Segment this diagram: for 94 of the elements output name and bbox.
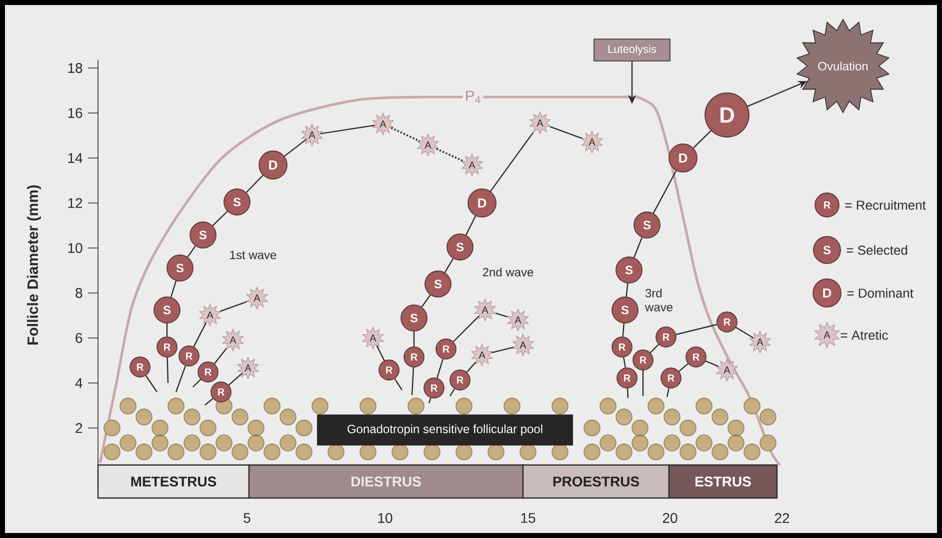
- phase-band: PROESTRUS: [522, 464, 670, 499]
- tick-label: 22: [774, 513, 790, 523]
- connector-line: [452, 316, 480, 342]
- atretic-star: A: [716, 358, 738, 382]
- connector-line: [376, 345, 385, 361]
- connector-line: [490, 132, 534, 192]
- connector-line: [166, 323, 168, 337]
- connector-line: [320, 124, 375, 134]
- curve-label: P$_{4}$: [462, 88, 484, 106]
- connector-line: [633, 237, 643, 258]
- connector-line: [413, 331, 415, 347]
- atretic-star: A: [237, 356, 259, 380]
- atretic-star: A: [417, 134, 439, 156]
- connector-line: [495, 312, 508, 318]
- connector-line: [212, 210, 228, 226]
- tick-label: 15: [521, 513, 536, 523]
- connector-line: [692, 130, 712, 148]
- connector-line: [436, 358, 444, 378]
- connector-line: [421, 294, 431, 308]
- atretic-star: A: [372, 112, 394, 136]
- node-caption: = Dominant: [847, 288, 914, 298]
- connector-line: [390, 127, 420, 142]
- phase-band: DIESTRUS: [248, 464, 524, 499]
- axis-title: Follicle Diameter (mm): [27, 185, 41, 344]
- connector-line: [187, 246, 196, 258]
- atretic-star: A: [246, 286, 268, 310]
- tick-label: 8: [76, 288, 82, 298]
- connector-line: [705, 360, 718, 367]
- connector-line: [411, 367, 414, 396]
- connector-line: [170, 280, 177, 298]
- tick-label: 12: [68, 198, 82, 208]
- tick-label: 10: [68, 243, 82, 253]
- connector-line: [444, 258, 454, 273]
- connector-line: [228, 372, 243, 386]
- atretic-star: A: [581, 130, 603, 154]
- atretic-star: A: [512, 334, 534, 356]
- connector-line: [652, 170, 677, 214]
- node-caption: = Selected: [846, 245, 908, 255]
- connector-line: [284, 138, 307, 157]
- connector-line: [214, 348, 227, 364]
- tick-label: 10: [378, 513, 392, 523]
- connector-line: [736, 326, 754, 339]
- tick-label: 14: [68, 153, 82, 163]
- connector-line: [650, 344, 660, 354]
- connector-line: [204, 398, 214, 406]
- connector-line: [145, 375, 158, 392]
- connector-line: [550, 126, 582, 139]
- connector-line: [622, 323, 625, 337]
- wave-label: 2nd wave: [482, 268, 534, 276]
- tick-label: 2: [76, 423, 82, 433]
- tick-label: 18: [68, 63, 82, 73]
- connector-line: [465, 216, 476, 236]
- connector-line: [491, 346, 514, 354]
- connector-line: [246, 174, 264, 193]
- connector-line: [676, 324, 717, 336]
- follicle-pool-drawing: [104, 398, 776, 460]
- tick-label: 5: [244, 513, 250, 523]
- connector-line: [428, 398, 432, 404]
- phase-band: ESTRUS: [668, 464, 778, 499]
- atretic-star: A: [461, 154, 483, 176]
- atretic-star: A: [507, 308, 529, 332]
- connector-line: [220, 301, 248, 312]
- wave-label: 3rd wave: [645, 288, 672, 312]
- atretic-star: A: [529, 112, 551, 134]
- connector-line: [175, 366, 186, 392]
- node-caption: = Recruitment: [845, 200, 926, 210]
- connector-line: [626, 388, 629, 398]
- connector-line: [192, 378, 202, 388]
- connector-line: [626, 283, 628, 297]
- connector-line: [623, 357, 626, 368]
- node-caption: = Atretic: [840, 330, 888, 340]
- phase-band: METESTRUS: [97, 464, 250, 499]
- tick-label: 4: [75, 378, 82, 388]
- connector-line: [193, 322, 207, 347]
- wave-label: 1st wave: [230, 250, 276, 260]
- connector-line: [678, 363, 688, 372]
- connector-line: [642, 370, 644, 396]
- atretic-star: A: [749, 330, 771, 354]
- connector-line: [666, 388, 670, 398]
- connector-line: [450, 388, 455, 396]
- label-box: Luteolysis: [594, 38, 670, 62]
- connector-line: [466, 362, 476, 373]
- tick-label: 16: [68, 108, 82, 118]
- connector-line: [166, 357, 169, 384]
- atretic-star: A: [222, 328, 244, 352]
- atretic-star: A: [362, 326, 384, 350]
- atretic-star: A: [301, 124, 323, 146]
- atretic-star: A: [199, 304, 221, 326]
- tick-label: 6: [76, 333, 82, 343]
- connector-line: [436, 148, 464, 162]
- atretic-star: A: [471, 344, 493, 366]
- atretic-star: A: [474, 298, 496, 322]
- connector-line: [394, 378, 402, 390]
- tick-label: 20: [662, 513, 678, 523]
